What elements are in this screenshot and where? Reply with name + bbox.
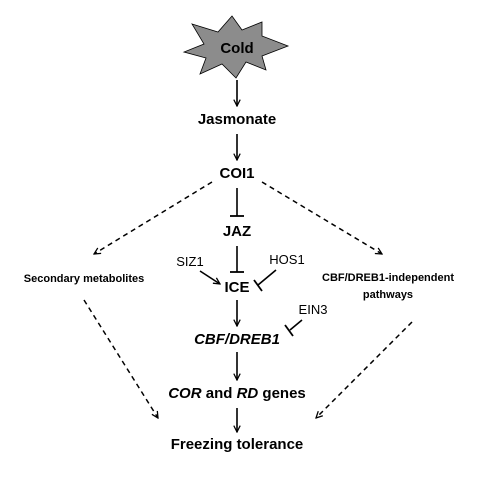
inhibit-hos1-ice-bar	[253, 279, 263, 292]
cbf-dreb1-label: CBF/DREB1	[194, 331, 280, 348]
dashed-arrow-secondary-freezing	[83, 299, 158, 418]
cor-and-label: and	[202, 385, 237, 402]
inhibit-hos1-ice-shaft	[257, 269, 277, 286]
rd-gene-label: RD	[237, 385, 259, 402]
cbf-independent-label-line1: CBF/DREB1-independent	[322, 272, 454, 284]
cbf-independent-label-line2: pathways	[363, 289, 413, 301]
hos1-label: HOS1	[269, 252, 304, 267]
siz1-label: SIZ1	[176, 254, 203, 269]
jaz-label: JAZ	[223, 223, 251, 240]
dashed-arrow-independent-freezing	[316, 321, 413, 418]
cor-rd-genes-label: COR and RD genes	[168, 385, 306, 402]
ice-label: ICE	[224, 279, 249, 296]
coi1-label: COI1	[219, 165, 254, 182]
cor-gene-label: COR	[168, 385, 202, 402]
dashed-arrow-coi1-independent	[261, 181, 382, 254]
ein3-label: EIN3	[299, 302, 328, 317]
cold-starburst	[182, 15, 290, 79]
dashed-arrow-coi1-secondary	[94, 181, 213, 254]
jasmonate-label: Jasmonate	[198, 111, 276, 128]
arrow-siz1-ice	[199, 270, 220, 284]
inhibit-ein3-cbf-shaft	[289, 319, 303, 331]
inhibit-ein3-cbf-bar	[284, 324, 294, 337]
cold-label: Cold	[220, 40, 253, 57]
genes-label: genes	[258, 385, 306, 402]
secondary-metabolites-label: Secondary metabolites	[24, 273, 144, 285]
freezing-tolerance-label: Freezing tolerance	[171, 436, 304, 453]
